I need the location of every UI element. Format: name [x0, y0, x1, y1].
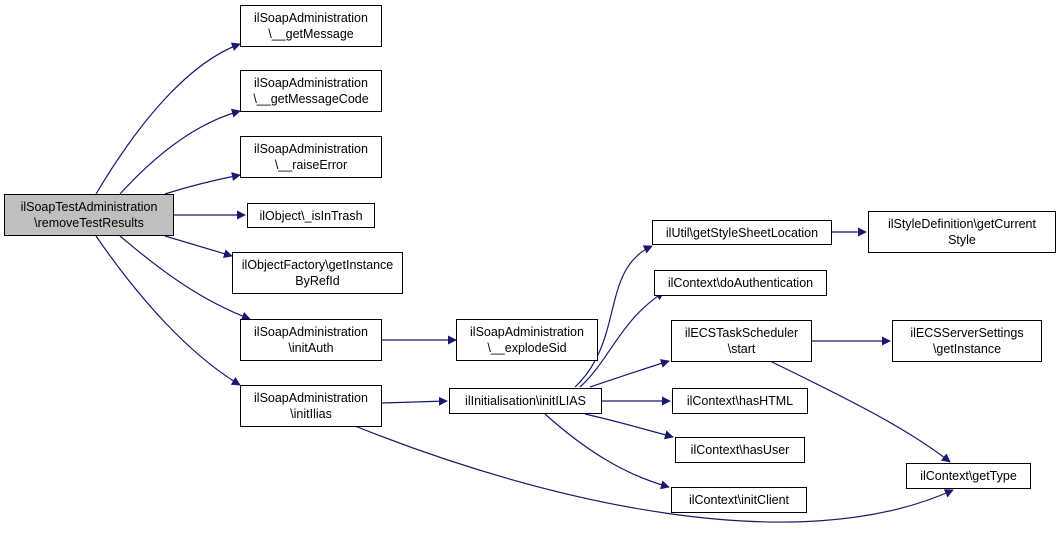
edge-initIlias-to-getType [349, 423, 954, 523]
node-getType[interactable]: ilContext\getType [906, 463, 1031, 489]
node-getStyleSheetLocation[interactable]: ilUtil\getStyleSheetLocation [652, 220, 832, 245]
node-isInTrash[interactable]: ilObject\_isInTrash [247, 203, 375, 228]
node-explodeSid[interactable]: ilSoapAdministration \__explodeSid [456, 319, 598, 361]
edge-initIlias-to-initILIAS [381, 396, 448, 406]
node-raiseError[interactable]: ilSoapAdministration \__raiseError [240, 136, 382, 178]
edge-initILIAS-to-hasUser [584, 413, 674, 440]
edge-initILIAS-to-ecsStart [589, 359, 670, 388]
node-initAuth[interactable]: ilSoapAdministration \initAuth [240, 319, 382, 361]
node-getMessage[interactable]: ilSoapAdministration \__getMessage [240, 5, 382, 47]
edge-root-to-initAuth [119, 235, 251, 321]
node-initILIAS[interactable]: ilInitialisation\initILIAS [449, 388, 602, 414]
edge-ecsStart-to-getType [771, 361, 951, 463]
edge-initILIAS-to-doAuthentication [579, 291, 665, 388]
edge-root-to-getInstanceByRefId [164, 235, 233, 259]
node-initIlias[interactable]: ilSoapAdministration \initIlias [240, 385, 382, 427]
node-getMessageCode[interactable]: ilSoapAdministration \__getMessageCode [240, 70, 382, 112]
node-hasHTML[interactable]: ilContext\hasHTML [672, 388, 808, 414]
node-hasUser[interactable]: ilContext\hasUser [675, 437, 805, 463]
edge-root-to-getMessageCode [119, 108, 241, 195]
node-getInstanceByRefId[interactable]: ilObjectFactory\getInstance ByRefId [232, 252, 403, 294]
node-doAuthentication[interactable]: ilContext\doAuthentication [654, 270, 827, 296]
edge-initILIAS-to-getStyleSheetLocation [574, 245, 653, 388]
node-ecsGetInstance[interactable]: ilECSServerSettings \getInstance [892, 320, 1042, 362]
node-removeTestResults: ilSoapTestAdministration \removeTestResu… [4, 194, 174, 236]
edge-initILIAS-to-initClient [544, 413, 670, 490]
node-ecsStart[interactable]: ilECSTaskScheduler \start [671, 320, 812, 362]
edge-root-to-raiseError [164, 172, 241, 195]
edge-root-to-initIlias [95, 235, 241, 386]
node-initClient[interactable]: ilContext\initClient [671, 487, 807, 513]
node-getCurrentStyle[interactable]: ilStyleDefinition\getCurrent Style [868, 211, 1056, 253]
edge-root-to-getMessage [95, 42, 241, 195]
